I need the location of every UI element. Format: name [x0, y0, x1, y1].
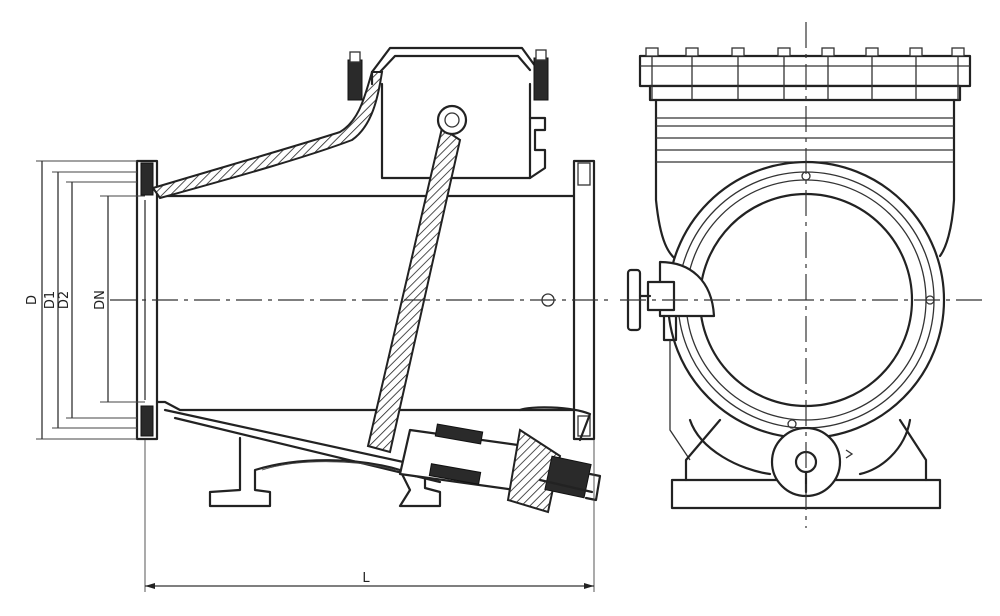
dim-label-d1: D1: [43, 291, 58, 309]
end-view-body: [654, 98, 956, 476]
end-view-cover-flange: [638, 47, 972, 102]
flange-bolt-bottom: [787, 419, 797, 429]
dim-label-l: L: [362, 571, 370, 586]
disc-arm: [366, 104, 468, 454]
valve-body-outline: [151, 46, 592, 412]
dim-label-d2: D2: [57, 291, 72, 309]
end-view: [620, 22, 986, 528]
damper-cylinder-assembly: [398, 406, 602, 514]
dimension-lines: [36, 160, 595, 592]
body-floor-and-feet: [163, 408, 442, 508]
dim-label-dn: DN: [93, 290, 108, 310]
dim-label-d: D: [25, 295, 40, 305]
cover-bolts: [645, 47, 965, 100]
side-section-view: [110, 46, 610, 514]
